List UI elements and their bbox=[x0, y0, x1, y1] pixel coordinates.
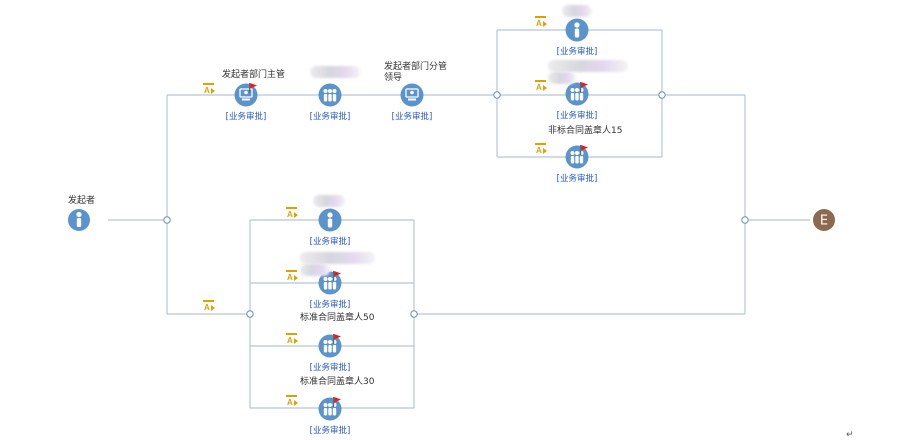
approval-node[interactable] bbox=[318, 83, 342, 107]
rule-icon: A bbox=[535, 143, 547, 155]
junction bbox=[163, 216, 171, 224]
approval-tag: [业务审批] bbox=[309, 300, 351, 310]
flag-icon bbox=[333, 397, 341, 407]
approval-tag: [业务审批] bbox=[556, 111, 598, 121]
rule-icon: A bbox=[286, 207, 298, 219]
node-name: 标准合同盖章人30 bbox=[300, 377, 375, 387]
rule-icon: A bbox=[286, 333, 298, 345]
rule-icon: A bbox=[203, 83, 215, 95]
person-icon bbox=[574, 22, 580, 38]
group-icon bbox=[323, 340, 337, 353]
approval-tag: [业务审批] bbox=[309, 237, 351, 247]
flag-icon bbox=[580, 82, 588, 92]
approval-tag: [业务审批] bbox=[309, 112, 351, 122]
group-icon bbox=[323, 277, 337, 290]
group-icon bbox=[323, 89, 337, 102]
flag-icon bbox=[333, 271, 341, 281]
junction bbox=[658, 91, 666, 99]
junctions bbox=[163, 91, 749, 318]
rule-icon: A bbox=[535, 80, 547, 92]
redacted-name bbox=[548, 60, 628, 72]
svg-text:A: A bbox=[204, 303, 210, 312]
junction bbox=[493, 91, 501, 99]
rule-icon: A bbox=[535, 16, 547, 28]
rule-icon: A bbox=[286, 395, 298, 407]
node-name: 发起者部门分管领导 bbox=[384, 62, 448, 83]
svg-text:A: A bbox=[287, 210, 293, 219]
redacted-name bbox=[300, 264, 330, 276]
svg-text:A: A bbox=[536, 19, 542, 28]
svg-text:A: A bbox=[287, 336, 293, 345]
approval-tag: [业务审批] bbox=[309, 363, 351, 373]
approval-node[interactable] bbox=[234, 83, 258, 107]
person-icon bbox=[327, 212, 333, 228]
approval-node[interactable] bbox=[565, 18, 589, 42]
flag-icon bbox=[580, 145, 588, 155]
approval-node[interactable] bbox=[565, 82, 589, 106]
group-icon bbox=[570, 151, 584, 164]
svg-text:A: A bbox=[287, 398, 293, 407]
approval-node[interactable] bbox=[400, 83, 424, 107]
redacted-name bbox=[313, 195, 345, 207]
monitor-user-icon bbox=[405, 88, 419, 101]
approval-tag: [业务审批] bbox=[556, 174, 598, 184]
group-icon bbox=[570, 88, 584, 101]
approval-nodes bbox=[234, 18, 589, 421]
junction bbox=[246, 310, 254, 318]
rule-icon: A bbox=[203, 300, 215, 312]
end-node-label: E bbox=[820, 214, 828, 229]
svg-text:A: A bbox=[536, 146, 542, 155]
start-node[interactable] bbox=[68, 209, 90, 231]
approval-node[interactable] bbox=[318, 271, 342, 295]
rule-icons: A A A A A A A A A bbox=[203, 16, 547, 407]
group-icon bbox=[323, 403, 337, 416]
node-name: 非标合同盖章人15 bbox=[548, 126, 623, 136]
start-node-label: 发起者 bbox=[68, 196, 96, 206]
end-node[interactable]: E bbox=[813, 209, 835, 231]
connectors bbox=[108, 29, 810, 409]
svg-text:A: A bbox=[536, 83, 542, 92]
text-cursor: ↵ bbox=[846, 430, 854, 440]
flag-icon bbox=[249, 83, 257, 93]
redacted-name bbox=[548, 72, 576, 84]
approval-tag: [业务审批] bbox=[391, 112, 433, 122]
redacted-name bbox=[300, 252, 375, 264]
redacted-name bbox=[562, 5, 592, 17]
svg-text:A: A bbox=[204, 86, 210, 95]
person-icon bbox=[76, 211, 82, 218]
approval-node[interactable] bbox=[318, 208, 342, 232]
junction bbox=[410, 310, 418, 318]
approval-node[interactable] bbox=[565, 145, 589, 169]
svg-text:A: A bbox=[287, 273, 293, 282]
approval-tag: [业务审批] bbox=[309, 426, 351, 436]
junction bbox=[741, 216, 749, 224]
monitor-user-icon bbox=[239, 88, 253, 101]
approval-node[interactable] bbox=[318, 334, 342, 358]
node-name: 标准合同盖章人50 bbox=[300, 313, 375, 323]
flag-icon bbox=[333, 334, 341, 344]
node-name: 发起者部门主管 bbox=[222, 70, 286, 80]
approval-tag: [业务审批] bbox=[556, 47, 598, 57]
rule-icon: A bbox=[286, 270, 298, 282]
redacted-name bbox=[310, 66, 360, 78]
approval-node[interactable] bbox=[318, 397, 342, 421]
approval-tag: [业务审批] bbox=[225, 112, 267, 122]
